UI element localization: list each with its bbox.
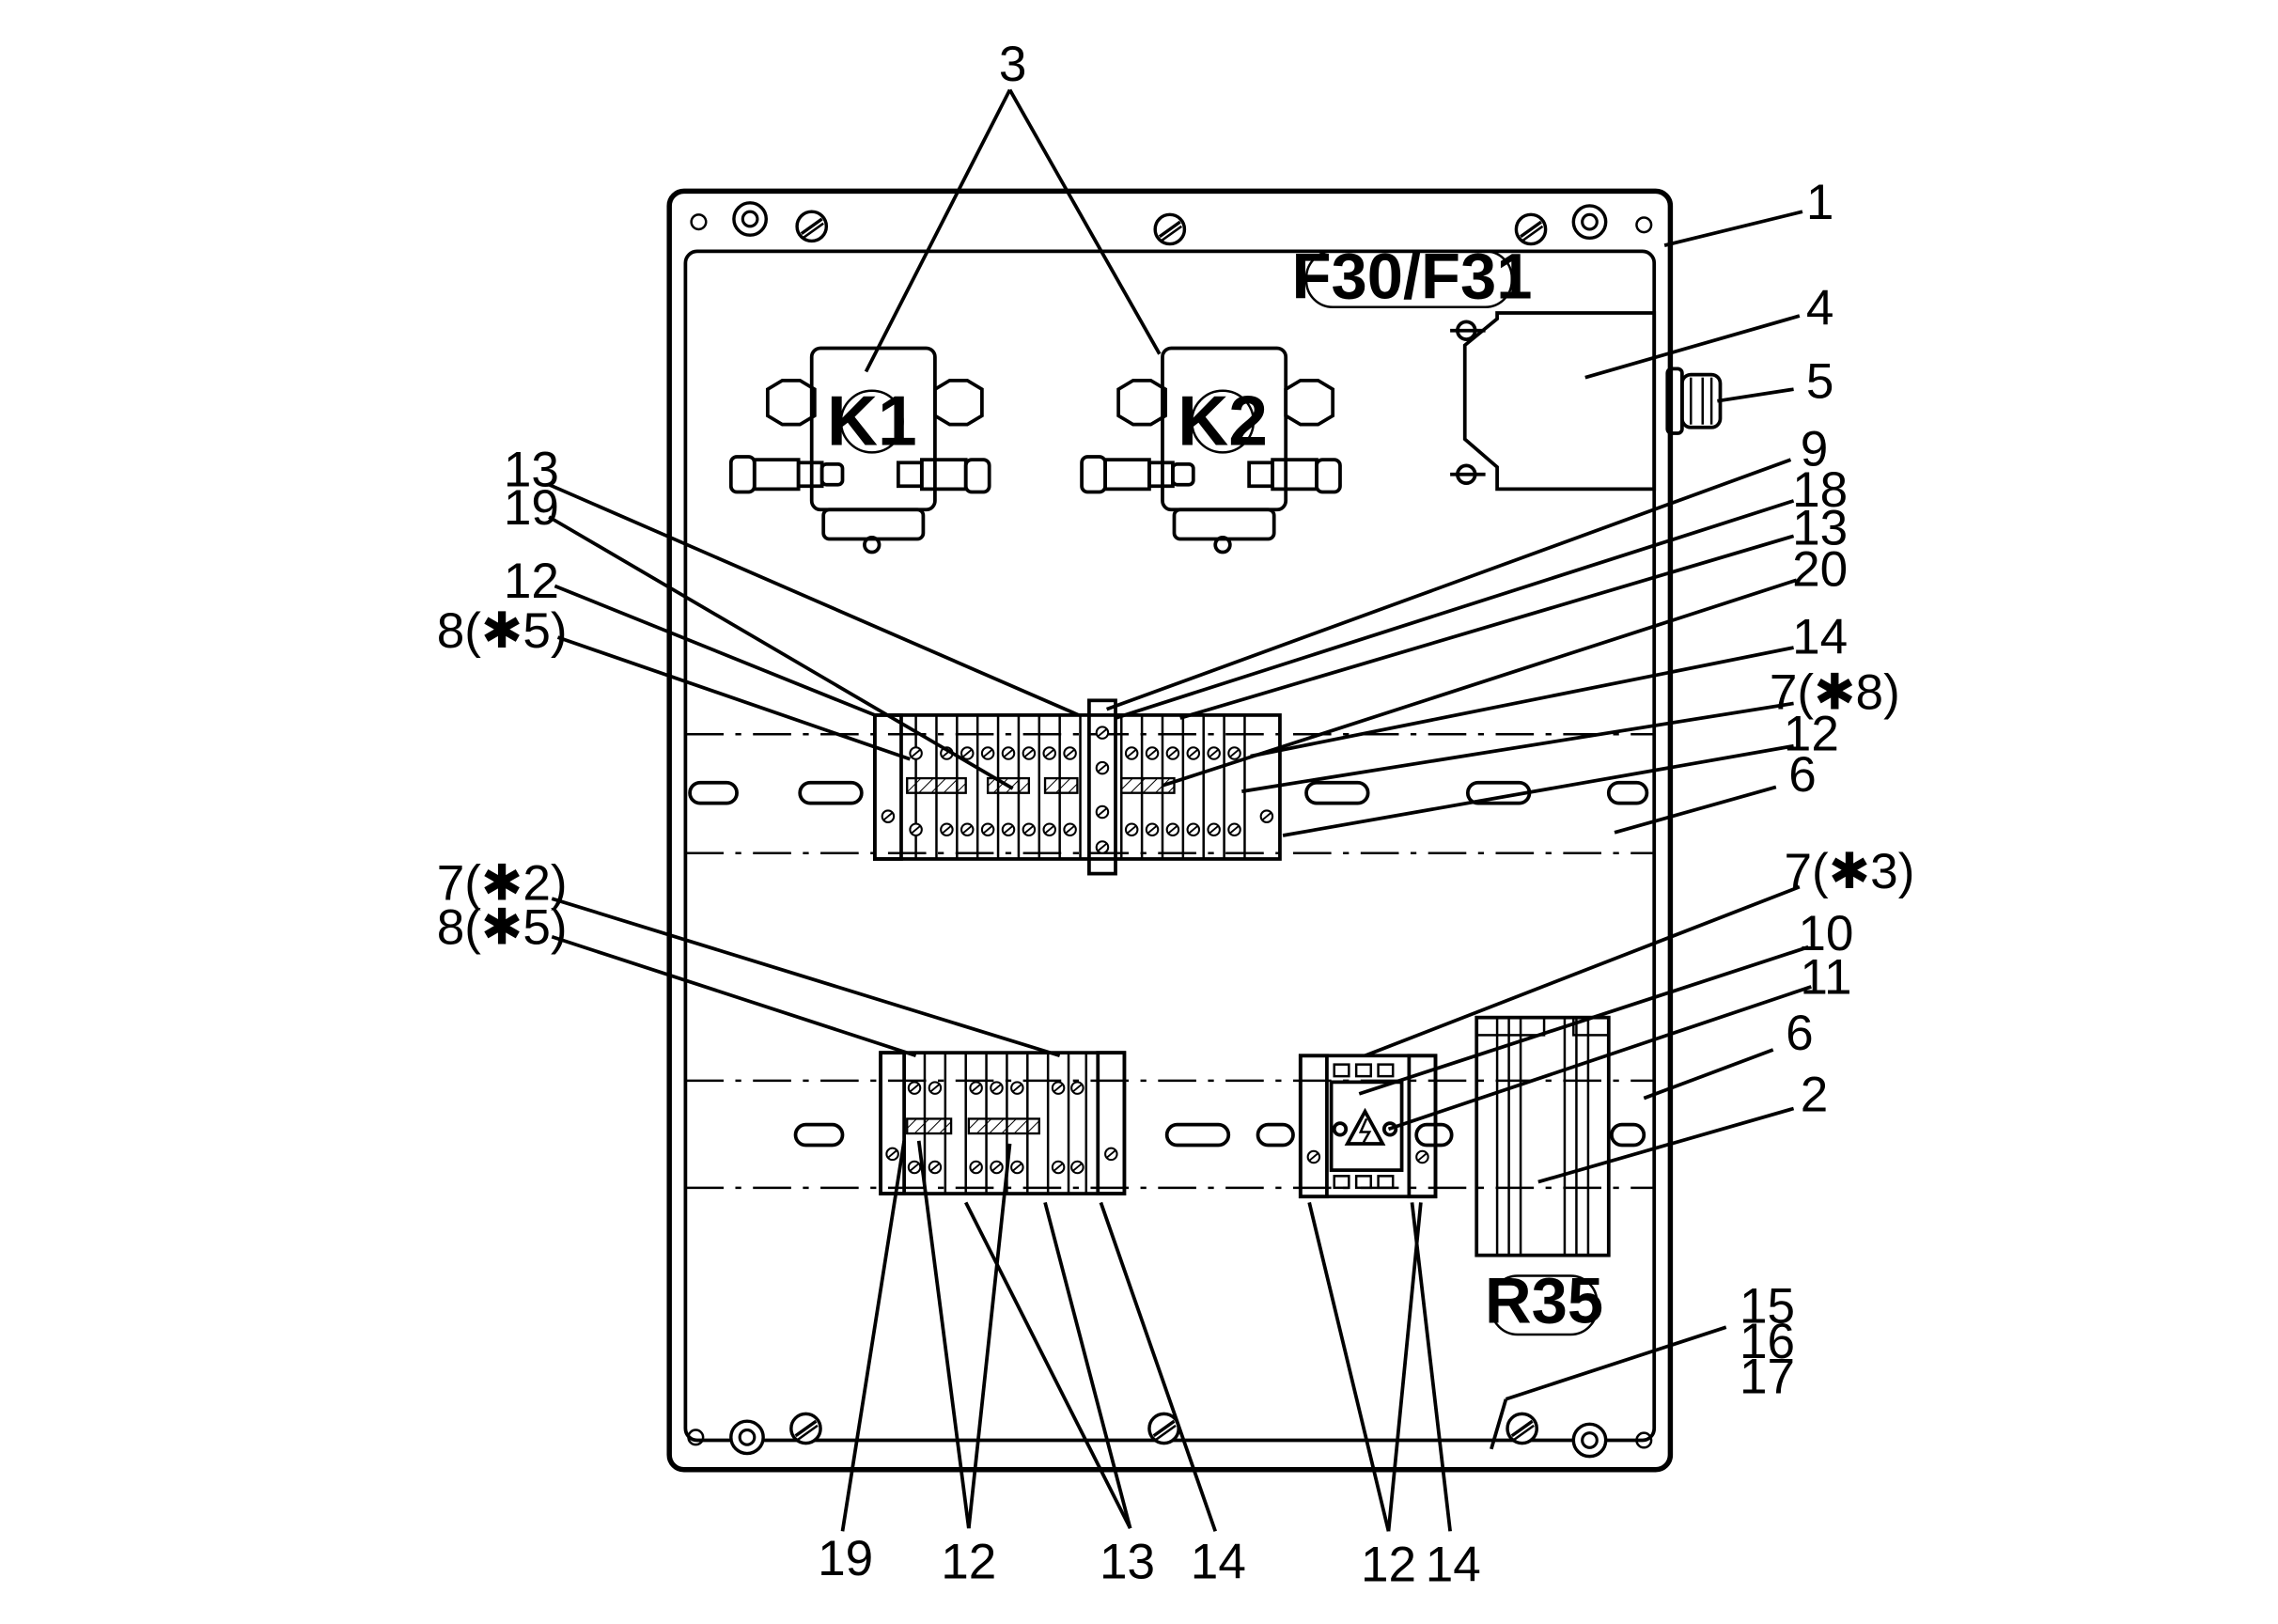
terminal-block-lower-left	[879, 1051, 1127, 1195]
relay-k1-label: K1	[827, 382, 917, 461]
callout-4: 4	[1806, 280, 1834, 336]
fuse-label: F30/F31	[1292, 240, 1533, 312]
callout-12-bottom-a: 12	[941, 1534, 996, 1589]
callout-9: 9	[1801, 421, 1829, 476]
callout-15: 15	[1740, 1279, 1795, 1335]
callout-2: 2	[1801, 1068, 1829, 1123]
callout-6-upper: 6	[1788, 747, 1817, 803]
callout-20: 20	[1792, 541, 1848, 597]
callout-13-bottom: 13	[1100, 1534, 1155, 1589]
callout-7-3: 7(✱3)	[1784, 844, 1914, 899]
callout-3: 3	[999, 37, 1027, 92]
din-rail-lower	[685, 1079, 1655, 1190]
callout-7-2: 7(✱2)	[437, 856, 568, 912]
callout-16: 16	[1740, 1314, 1795, 1369]
callout-8-5-upper: 8(✱5)	[437, 603, 568, 659]
callout-12-right: 12	[1784, 706, 1839, 761]
callout-8-5-lower: 8(✱5)	[437, 900, 568, 956]
callout-17: 17	[1740, 1349, 1795, 1404]
callout-14-bottom-b: 14	[1426, 1537, 1481, 1592]
resistor-label: R35	[1485, 1265, 1603, 1337]
callout-14-bottom-a: 14	[1191, 1534, 1246, 1589]
callout-14-right: 14	[1792, 609, 1848, 664]
callout-13-right: 13	[1792, 501, 1848, 556]
callout-13-left: 13	[504, 442, 559, 497]
callout-19-left: 19	[504, 480, 559, 536]
callout-1: 1	[1806, 175, 1834, 230]
callout-12-bottom-b: 12	[1361, 1537, 1416, 1592]
relay-k2-label: K2	[1178, 382, 1268, 461]
leader-lines	[548, 88, 1812, 1532]
callout-7-8: 7(✱8)	[1770, 665, 1900, 721]
callout-labels: 3 1 4 5 9 18 13 20 14 7(✱8) 12 6 13 19 1…	[437, 37, 1915, 1592]
relay-k2: K2	[1080, 346, 1342, 554]
callout-5: 5	[1806, 354, 1834, 410]
resistor-r35: R35	[1474, 1015, 1611, 1337]
callout-18: 18	[1792, 462, 1848, 518]
callout-11: 11	[1800, 950, 1851, 1006]
cable-gland	[1665, 367, 1723, 435]
callout-10: 10	[1798, 906, 1853, 961]
callout-12-left: 12	[504, 554, 559, 609]
fuse-holder: F30/F31	[1292, 240, 1657, 492]
relay-k1: K1	[728, 346, 991, 554]
callout-6-lower: 6	[1786, 1006, 1814, 1061]
callout-19-bottom: 19	[818, 1531, 873, 1586]
enclosure-base-plate	[666, 188, 1674, 1473]
terminal-block-upper	[872, 698, 1282, 876]
